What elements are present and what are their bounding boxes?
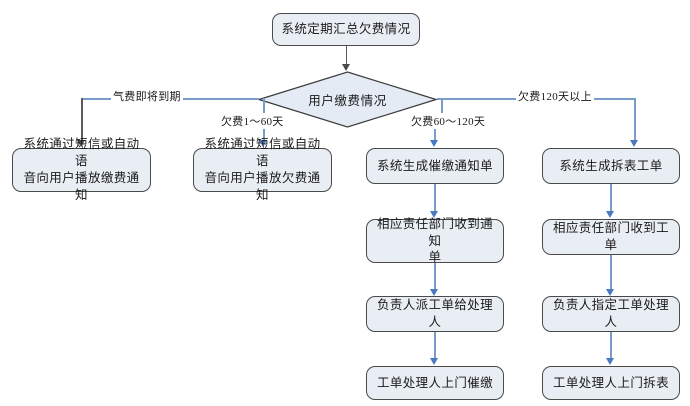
arrowhead-decision [341, 64, 350, 71]
arrowhead-c4-s4 [605, 358, 614, 365]
connector-c3-s3-to-s4 [434, 332, 436, 360]
branch-label-3: 欠费60～120天 [409, 113, 488, 129]
decision-node[interactable]: 用户缴费情况 [258, 71, 437, 128]
connector-c4-s3-to-s4 [610, 332, 612, 360]
arrowhead-branch-4 [629, 140, 638, 147]
process-node-c2-s1-line2: 音向用户播放欠费通知 [204, 171, 321, 202]
process-node-c4-s3[interactable]: 负责人指定工单处理人 [542, 296, 680, 332]
branch-label-4: 欠费120天以上 [516, 88, 594, 104]
process-node-c3-s3[interactable]: 负责人派工单给处理人 [366, 296, 504, 332]
process-node-c4-s2[interactable]: 相应责任部门收到工单 [542, 219, 680, 255]
connector-branch-4-drop [634, 98, 636, 142]
arrowhead-c3-s3 [429, 289, 438, 296]
connector-c3-s2-to-s3 [434, 263, 436, 291]
process-node-c1-s1-line2: 音向用户播放缴费通知 [23, 171, 140, 202]
branch-label-1: 气费即将到期 [111, 88, 183, 104]
arrowhead-branch-2 [258, 140, 267, 147]
decision-diamond-shape [258, 71, 437, 128]
process-node-c3-s2-line1: 相应责任部门收到通知 [376, 216, 494, 248]
process-node-c1-s1-line1: 系统通过短信或自动语 [23, 137, 140, 169]
connector-c4-s1-to-s2 [610, 184, 612, 213]
connector-c4-s2-to-s3 [610, 255, 612, 291]
process-node-c4-s2-line1: 相应责任部门收到工单 [552, 221, 670, 252]
decision-node-label: 用户缴费情况 [308, 94, 387, 108]
arrowhead-c3-s4 [429, 358, 438, 365]
process-node-c3-s3-line1: 负责人派工单给处理人 [376, 298, 494, 329]
connector-start-to-decision [346, 46, 348, 66]
process-node-c4-s1-line1: 系统生成拆表工单 [559, 158, 663, 173]
process-node-c3-s1-line1: 系统生成催缴通知单 [376, 158, 494, 173]
process-node-c4-s4[interactable]: 工单处理人上门拆表 [542, 366, 680, 400]
process-node-c3-s4[interactable]: 工单处理人上门催缴 [366, 366, 504, 400]
process-node-c3-s2[interactable]: 相应责任部门收到通知 单 [366, 216, 504, 265]
connector-c3-s1-to-s2 [434, 184, 436, 213]
process-node-c3-s4-line1: 工单处理人上门催缴 [376, 375, 494, 390]
branch-label-2: 欠费1～60天 [219, 113, 286, 129]
process-node-c2-s1-line1: 系统通过短信或自动语 [204, 137, 321, 169]
arrowhead-branch-1 [76, 140, 85, 147]
process-node-c2-s1[interactable]: 系统通过短信或自动语 音向用户播放欠费通知 [193, 137, 332, 202]
connector-branch-3-drop2 [434, 125, 436, 142]
process-node-c3-s1[interactable]: 系统生成催缴通知单 [366, 148, 504, 184]
process-node-c3-s2-line2: 单 [428, 250, 442, 265]
process-node-c4-s4-line1: 工单处理人上门拆表 [552, 375, 670, 390]
connector-branch-3-drop [441, 98, 443, 126]
arrowhead-branch-3 [429, 140, 438, 147]
arrowhead-c4-s2 [605, 211, 614, 218]
start-node[interactable]: 系统定期汇总欠费情况 [272, 13, 420, 46]
connector-branch-1-drop [81, 98, 83, 142]
process-node-c4-s1[interactable]: 系统生成拆表工单 [542, 148, 680, 184]
process-node-c4-s3-line1: 负责人指定工单处理人 [552, 298, 670, 329]
arrowhead-c3-s2 [429, 211, 438, 218]
start-node-label: 系统定期汇总欠费情况 [281, 22, 411, 37]
process-node-c1-s1[interactable]: 系统通过短信或自动语 音向用户播放缴费通知 [12, 137, 151, 202]
arrowhead-c4-s3 [605, 289, 614, 296]
